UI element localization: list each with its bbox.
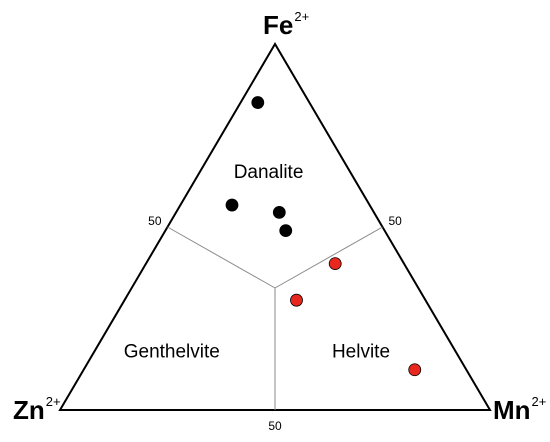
vertex-label-zn-symbol: Zn [13, 395, 45, 425]
vertex-label-zn-charge: 2+ [46, 394, 61, 409]
data-point [408, 363, 422, 377]
vertex-label-mn-charge: 2+ [532, 394, 547, 409]
field-boundary-line [274, 226, 383, 289]
data-point [290, 293, 303, 307]
data-point [328, 257, 342, 271]
data-point [225, 198, 239, 212]
axis-ticks: 50 50 50 [148, 214, 402, 433]
vertex-label-fe-charge: 2+ [294, 9, 309, 24]
data-points [225, 96, 422, 377]
data-point [251, 96, 265, 109]
vertex-label-fe-symbol: Fe [263, 10, 293, 40]
field-label-danalite: Danalite [234, 162, 304, 183]
field-label-genthelvite: Genthelvite [124, 341, 220, 362]
tick-label-right: 50 [389, 214, 403, 228]
tick-label-left: 50 [148, 214, 162, 228]
field-boundary-line [167, 226, 276, 289]
field-boundaries [167, 226, 383, 410]
field-label-helvite: Helvite [332, 341, 390, 362]
vertex-label-mn-symbol: Mn [493, 395, 531, 425]
tick-label-bottom: 50 [268, 419, 282, 433]
data-point [279, 224, 293, 238]
data-point [272, 205, 286, 219]
